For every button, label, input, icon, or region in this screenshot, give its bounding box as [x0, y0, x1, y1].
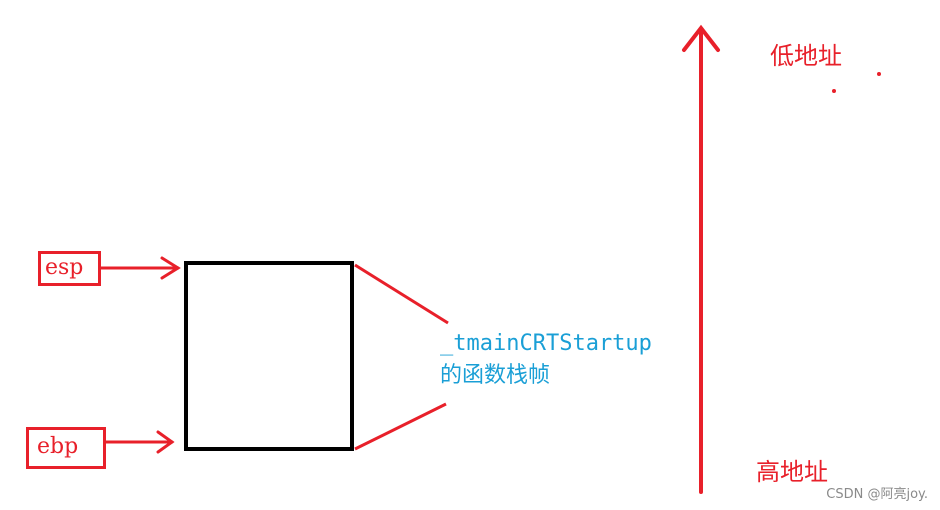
stack-frame-box	[184, 261, 354, 451]
csdn-watermark: CSDN @阿亮joy.	[826, 487, 928, 502]
ebp-pointer-arrow	[104, 430, 175, 454]
esp-pointer-arrow	[99, 256, 181, 280]
frame-caption-text: 的函数栈帧	[440, 363, 551, 388]
address-direction-arrow	[682, 24, 720, 494]
low-address-label: 低地址	[770, 42, 842, 70]
esp-register-label: esp	[38, 251, 101, 286]
ebp-register-label: ebp	[26, 427, 106, 469]
frame-bracket-top	[354, 263, 449, 325]
red-dot-mark	[832, 89, 836, 93]
function-name-text: _tmainCRTStartup	[440, 331, 652, 356]
red-dot-mark	[877, 72, 881, 76]
stack-frame-label: _tmainCRTStartup 的函数栈帧	[440, 328, 652, 392]
frame-bracket-bottom	[354, 402, 447, 451]
high-address-label: 高地址	[756, 458, 828, 486]
